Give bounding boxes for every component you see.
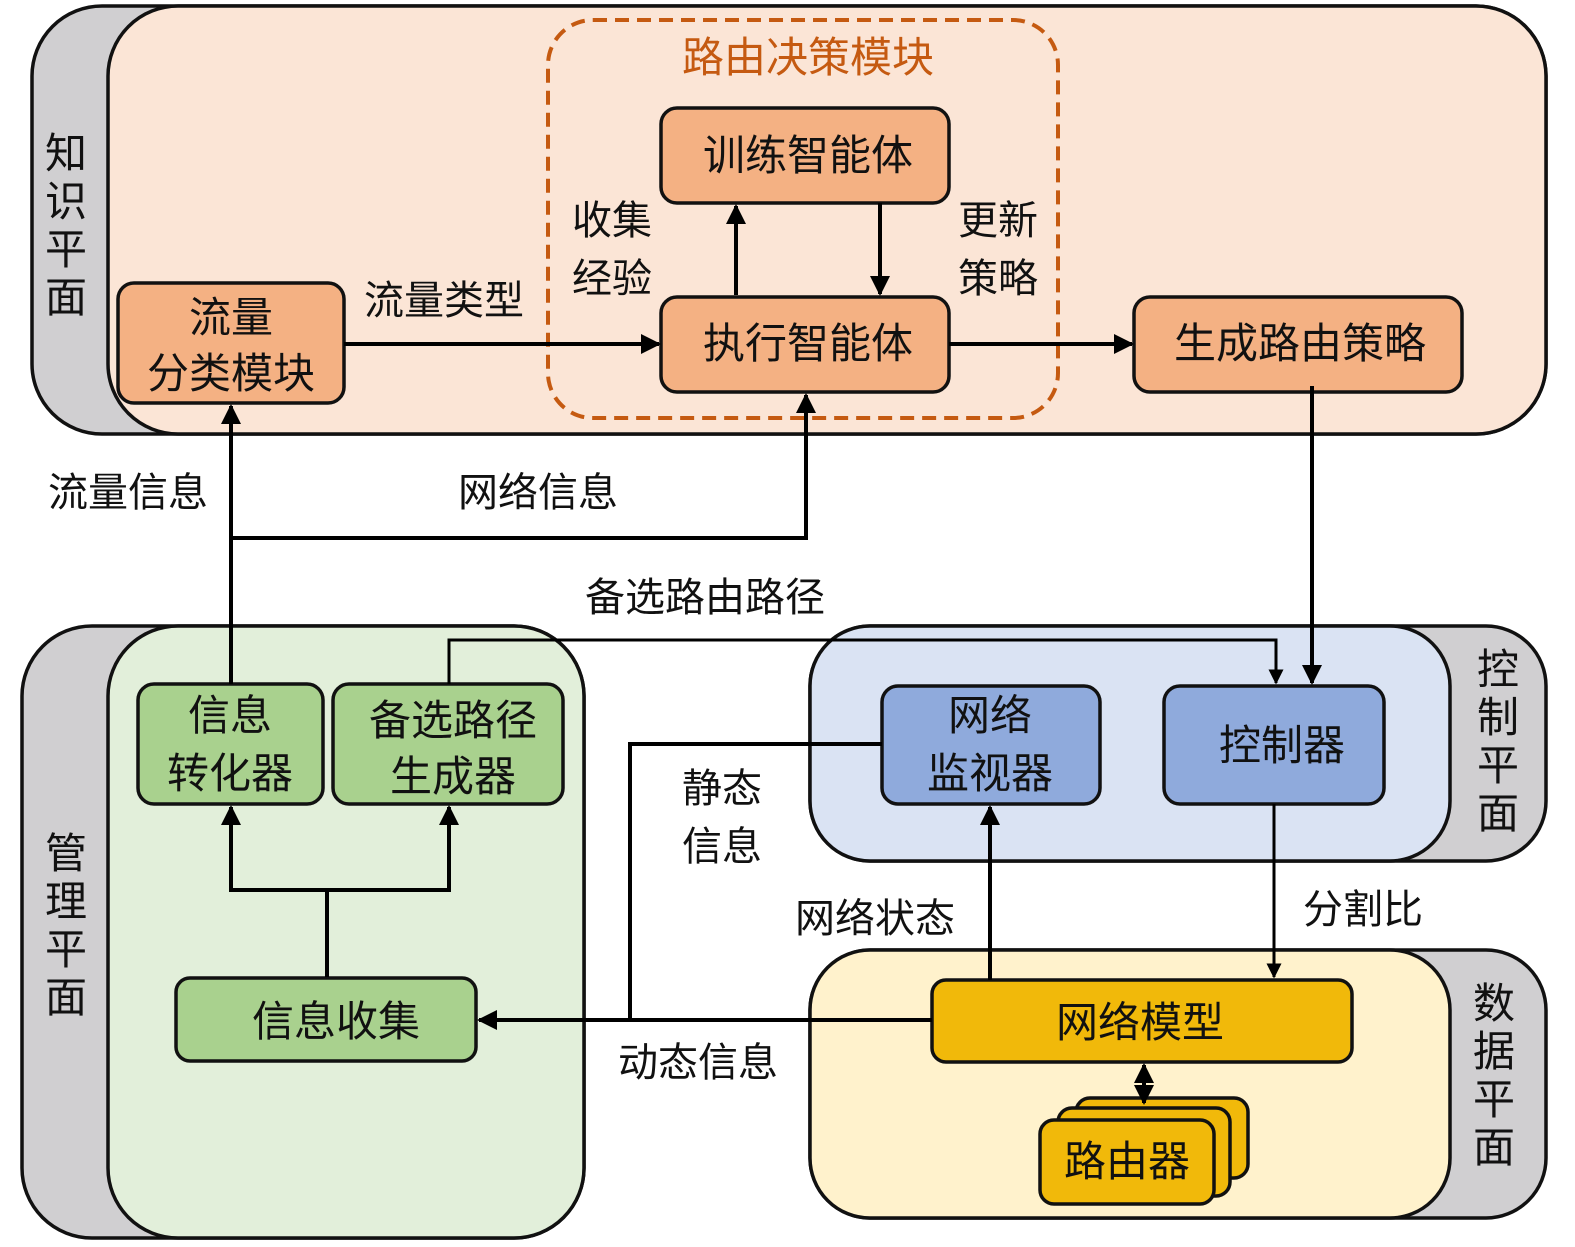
plane-label-char: 控 — [1477, 645, 1519, 694]
generate-routing-strategy-box[interactable]: 生成路由策略 — [1132, 295, 1464, 394]
plane-label-char: 据 — [1473, 1027, 1515, 1076]
router-stack[interactable]: 路由器 — [1038, 1096, 1250, 1206]
plane-label-char: 平 — [1473, 1075, 1515, 1124]
controller-box[interactable]: 控制器 — [1162, 684, 1386, 806]
network-monitor-box[interactable]: 网络 监视器 — [880, 684, 1102, 806]
controller-label: 控制器 — [1219, 721, 1345, 770]
traffic-classifier-line1: 流量 — [189, 293, 273, 342]
plane-label-char: 面 — [45, 973, 87, 1022]
plane-label-char: 管 — [45, 829, 87, 878]
router-label: 路由器 — [1064, 1137, 1190, 1186]
plane-label-char: 知 — [45, 129, 87, 178]
plane-label-char: 制 — [1477, 693, 1519, 742]
plane-label-char: 数 — [1473, 979, 1515, 1028]
train-agent-box[interactable]: 训练智能体 — [659, 106, 951, 205]
management-plane: 管 理 平 面 信息 转化器 备选路径 生成器 信息收集 — [20, 624, 586, 1240]
knowledge-plane-label: 知 识 平 面 — [45, 129, 87, 322]
plane-label-char: 平 — [1477, 741, 1519, 790]
info-collect-box[interactable]: 信息收集 — [174, 976, 478, 1063]
info-converter-line1: 信息 — [188, 691, 272, 740]
plane-label-char: 平 — [45, 925, 87, 974]
routing-decision-module-frame — [546, 18, 1060, 420]
path-generator-box[interactable]: 备选路径 生成器 — [331, 682, 565, 806]
path-generator-line1: 备选路径 — [369, 696, 537, 745]
collect-experience-label-2: 经验 — [572, 256, 652, 302]
line-static-info — [628, 742, 882, 1020]
control-plane: 控 制 平 面 网络 监视器 控制器 — [808, 624, 1548, 863]
update-strategy-label-1: 更新 — [958, 198, 1038, 244]
router-card-front — [1038, 1118, 1216, 1206]
traffic-info-label: 流量信息 — [48, 470, 208, 516]
split-ratio-label: 分割比 — [1303, 887, 1423, 933]
static-info-label-1: 静态 — [682, 766, 762, 812]
plane-label-char: 平 — [45, 225, 87, 274]
generate-routing-strategy-label: 生成路由策略 — [1174, 319, 1426, 368]
path-generator-line2: 生成器 — [390, 752, 516, 801]
arrow-network-info — [231, 393, 816, 540]
plane-label-char: 面 — [1477, 789, 1519, 838]
collect-experience-label-1: 收集 — [572, 198, 652, 244]
management-plane-label: 管 理 平 面 — [45, 829, 87, 1022]
plane-label-char: 面 — [1473, 1123, 1515, 1172]
info-converter-box[interactable]: 信息 转化器 — [136, 682, 325, 806]
data-plane: 数 据 平 面 网络模型 路由器 — [808, 948, 1548, 1220]
network-state-label: 网络状态 — [795, 896, 955, 942]
network-monitor-line1: 网络 — [948, 691, 1032, 740]
network-info-label: 网络信息 — [458, 470, 618, 516]
routing-decision-module-title: 路由决策模块 — [682, 33, 934, 82]
plane-label-char: 理 — [45, 877, 87, 926]
network-model-label: 网络模型 — [1056, 998, 1224, 1047]
candidate-paths-label: 备选路由路径 — [585, 575, 825, 621]
arrow-collect-to-converter — [221, 805, 329, 977]
execute-agent-box[interactable]: 执行智能体 — [659, 295, 951, 394]
info-converter-line2: 转化器 — [167, 749, 293, 798]
network-model-box[interactable]: 网络模型 — [930, 978, 1354, 1064]
arrow-candidate-paths — [447, 638, 1284, 685]
traffic-classifier-line2: 分类模块 — [147, 349, 315, 398]
train-agent-label: 训练智能体 — [703, 131, 913, 180]
update-strategy-label-2: 策略 — [958, 256, 1038, 302]
knowledge-plane: 知 识 平 面 路由决策模块 流量 分类模块 训练智能体 执行智能体 生成路由策… — [30, 4, 1548, 436]
plane-label-char: 识 — [45, 177, 87, 226]
info-collect-label: 信息收集 — [252, 997, 420, 1046]
control-plane-label: 控 制 平 面 — [1477, 645, 1519, 838]
network-monitor-line2: 监视器 — [927, 749, 1053, 798]
traffic-type-label: 流量类型 — [364, 278, 524, 324]
data-plane-label: 数 据 平 面 — [1473, 979, 1515, 1172]
plane-label-char: 面 — [45, 273, 87, 322]
traffic-classifier-box[interactable]: 流量 分类模块 — [116, 281, 346, 405]
static-info-label-2: 信息 — [682, 824, 762, 870]
dynamic-info-label: 动态信息 — [618, 1040, 778, 1086]
execute-agent-label: 执行智能体 — [703, 319, 913, 368]
arrow-collect-to-generator — [327, 805, 459, 892]
